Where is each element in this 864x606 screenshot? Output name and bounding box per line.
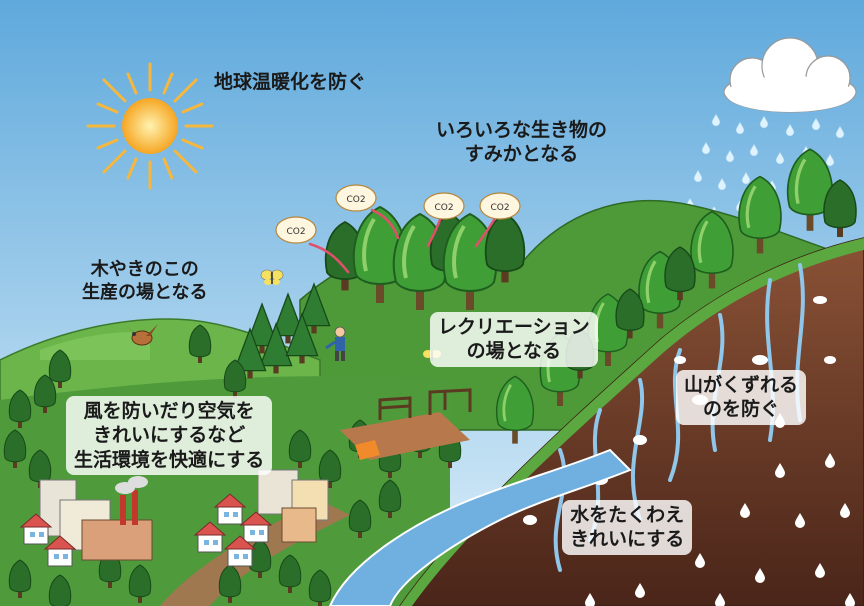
factory-icon	[39, 476, 153, 561]
co2-bubble-icon: CO2 CO2 CO2 CO2	[275, 184, 521, 274]
co2-label: CO2	[434, 203, 453, 213]
person-icon	[325, 326, 346, 361]
river	[328, 448, 632, 606]
label-prevent-warming: 地球温暖化を防ぐ	[214, 71, 367, 93]
label-living-environment: 風を防いだり空気を きれいにするなど 生活環境を快適にする	[66, 396, 273, 475]
bird-icon	[124, 324, 158, 346]
cloud-icon	[723, 37, 857, 113]
label-recreation: レクリエーション の場となる	[430, 312, 598, 367]
co2-label: CO2	[346, 195, 365, 205]
co2-label: CO2	[490, 203, 509, 213]
label-mushroom-production: 木やきのこの 生産の場となる	[82, 259, 208, 304]
sun-icon	[86, 62, 214, 190]
co2-label: CO2	[286, 227, 305, 237]
label-habitat: いろいろな生き物の すみかとなる	[436, 119, 608, 166]
playground-icon	[340, 388, 472, 460]
label-water-storage: 水をたくわえ きれいにする	[562, 500, 693, 555]
label-prevent-landslide: 山がくずれる のを防ぐ	[676, 370, 807, 425]
